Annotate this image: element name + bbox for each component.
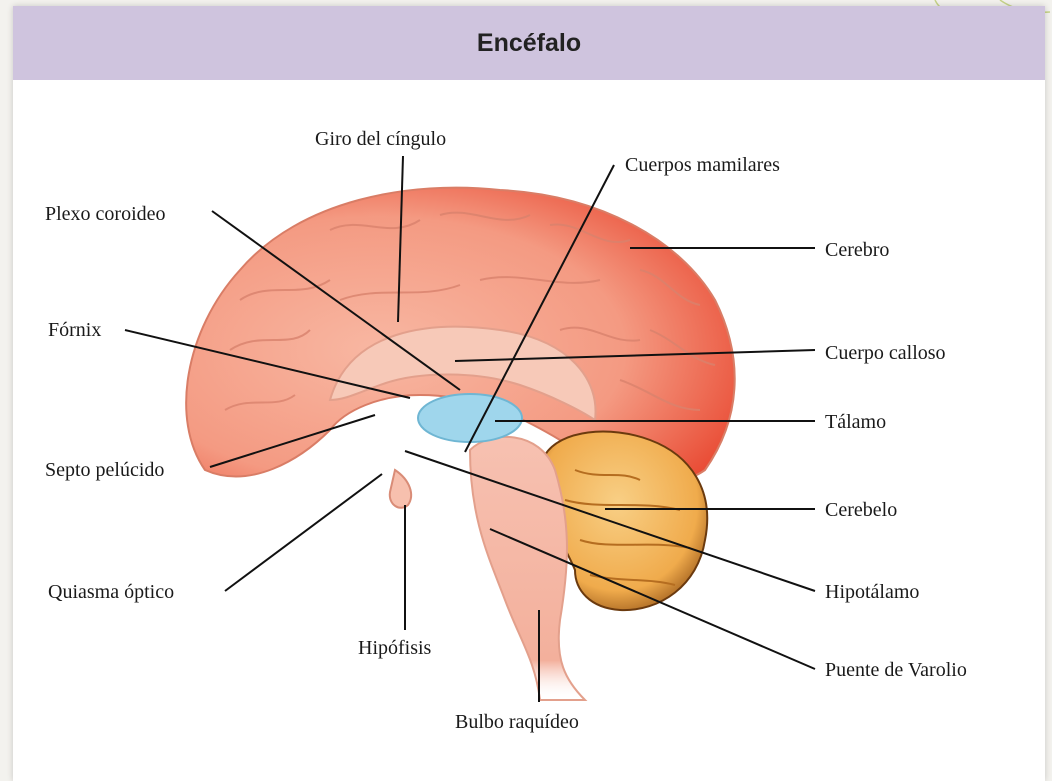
label-fornix: Fórnix [48,319,101,341]
label-hipotalamo: Hipotálamo [825,581,919,603]
label-puente-de-varolio: Puente de Varolio [825,659,967,681]
thalamus-shape [418,394,522,442]
label-giro-del-cingulo: Giro del cíngulo [315,128,446,150]
label-hipofisis: Hipófisis [358,637,432,659]
label-talamo: Tálamo [825,411,886,433]
label-cerebelo: Cerebelo [825,499,897,521]
pituitary-shape [390,470,411,508]
label-plexo-coroideo: Plexo coroideo [45,203,166,225]
label-quiasma-optico: Quiasma óptico [48,581,174,603]
label-cuerpos-mamilares: Cuerpos mamilares [625,154,780,176]
label-cerebro: Cerebro [825,239,889,261]
label-bulbo-raquideo: Bulbo raquídeo [455,711,579,733]
label-septo-pelucido: Septo pelúcido [45,459,164,481]
label-cuerpo-calloso: Cuerpo calloso [825,342,946,364]
